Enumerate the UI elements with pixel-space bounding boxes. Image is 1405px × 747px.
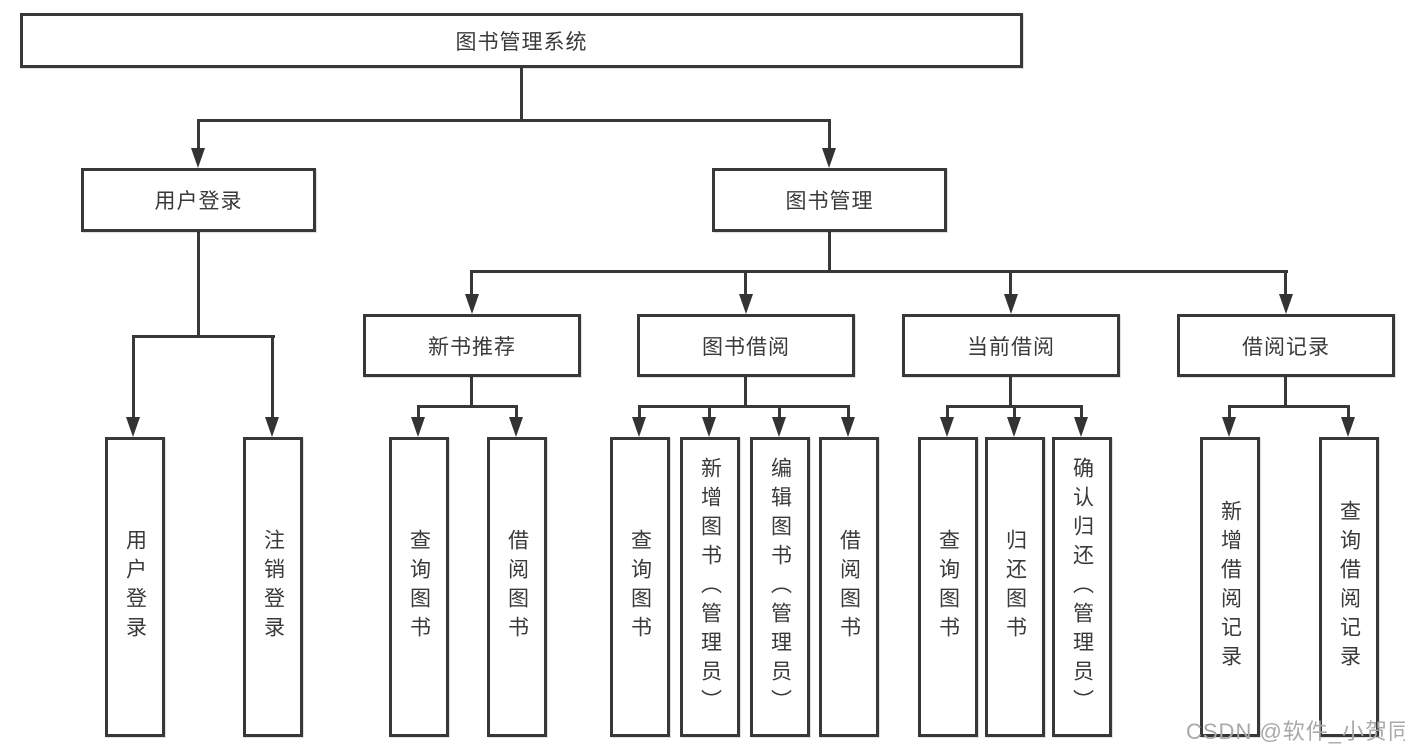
connector-line [708, 405, 711, 420]
connector-line [197, 232, 200, 337]
connector-line [638, 405, 641, 420]
leaf-add-books-admin: 新增图书（管理员） [680, 437, 740, 737]
connector-line [1080, 405, 1083, 420]
node-user-login-group-label: 用户登录 [154, 190, 243, 213]
connector-line [847, 405, 850, 420]
connector-line [744, 374, 747, 407]
leaf-query-borrow-record-label: 查询借阅记录 [1337, 500, 1361, 674]
leaf-logout-label: 注销登录 [261, 529, 285, 645]
connector-line [946, 405, 949, 420]
leaf-borrow-books: 借阅图书 [819, 437, 879, 737]
leaf-edit-books-admin: 编辑图书（管理员） [750, 437, 810, 737]
connector-line [744, 270, 747, 297]
node-book-management: 图书管理 [712, 168, 947, 232]
leaf-confirm-return-admin-label: 确认归还（管理员） [1070, 456, 1094, 718]
node-borrowing-records: 借阅记录 [1177, 314, 1395, 377]
csdn-watermark: CSDN @软件_小贺同学 [1186, 719, 1405, 744]
arrow-down-icon [126, 417, 140, 437]
connector-line [1228, 405, 1231, 420]
leaf-return-books-label: 归还图书 [1003, 529, 1027, 645]
leaf-logout: 注销登录 [243, 437, 303, 737]
arrow-down-icon [1004, 294, 1018, 314]
leaf-return-books: 归还图书 [985, 437, 1045, 737]
arrow-down-icon [822, 148, 836, 168]
connector-line [132, 335, 275, 338]
arrow-down-icon [411, 417, 425, 437]
node-user-login-group: 用户登录 [81, 168, 316, 232]
node-borrowing-records-label: 借阅记录 [1242, 335, 1330, 359]
connector-line [1347, 405, 1350, 420]
arrow-down-icon [1007, 417, 1021, 437]
leaf-query-borrow-record: 查询借阅记录 [1319, 437, 1379, 737]
leaf-user-login: 用户登录 [105, 437, 165, 737]
leaf-query-books-borrowing: 查询图书 [610, 437, 670, 737]
node-current-borrowing-label: 当前借阅 [967, 335, 1055, 359]
connector-line [1009, 270, 1012, 297]
connector-line [1284, 270, 1287, 297]
connector-line [417, 405, 420, 420]
connector-line [132, 335, 135, 420]
connector-line [470, 374, 473, 407]
arrow-down-icon [1341, 417, 1355, 437]
node-new-book-recommend: 新书推荐 [363, 314, 581, 377]
leaf-query-books-recommend: 查询图书 [389, 437, 449, 737]
node-root: 图书管理系统 [20, 13, 1023, 68]
leaf-query-books-current: 查询图书 [918, 437, 978, 737]
leaf-query-books-recommend-label: 查询图书 [407, 529, 431, 645]
leaf-edit-books-admin-label: 编辑图书（管理员） [768, 456, 792, 718]
leaf-add-borrow-record-label: 新增借阅记录 [1218, 500, 1242, 674]
arrow-down-icon [1279, 294, 1293, 314]
arrow-down-icon [1074, 417, 1088, 437]
node-book-borrowing: 图书借阅 [637, 314, 855, 377]
node-current-borrowing: 当前借阅 [902, 314, 1120, 377]
connector-line [520, 68, 523, 121]
connector-line [271, 335, 274, 420]
arrow-down-icon [632, 417, 646, 437]
arrow-down-icon [772, 417, 786, 437]
leaf-borrow-books-recommend-label: 借阅图书 [505, 529, 529, 645]
connector-line [828, 232, 831, 273]
connector-line [1284, 374, 1287, 407]
connector-line [1009, 374, 1012, 407]
node-root-label: 图书管理系统 [455, 30, 588, 54]
leaf-user-login-label: 用户登录 [123, 529, 147, 645]
connector-line [417, 405, 518, 408]
node-new-book-recommend-label: 新书推荐 [428, 335, 516, 359]
arrow-down-icon [702, 417, 716, 437]
arrow-down-icon [509, 417, 523, 437]
leaf-add-borrow-record: 新增借阅记录 [1200, 437, 1260, 737]
connector-line [197, 119, 200, 151]
connector-line [197, 119, 831, 122]
arrow-down-icon [191, 148, 205, 168]
leaf-borrow-books-label: 借阅图书 [837, 529, 861, 645]
connector-line [515, 405, 518, 420]
connector-line [1228, 405, 1350, 408]
node-book-borrowing-label: 图书借阅 [702, 335, 790, 359]
connector-line [828, 119, 831, 151]
connector-line [470, 270, 473, 297]
leaf-confirm-return-admin: 确认归还（管理员） [1052, 437, 1112, 737]
leaf-query-books-borrowing-label: 查询图书 [628, 529, 652, 645]
leaf-query-books-current-label: 查询图书 [936, 529, 960, 645]
leaf-add-books-admin-label: 新增图书（管理员） [698, 456, 722, 718]
connector-line [470, 270, 1288, 273]
node-book-management-label: 图书管理 [785, 190, 874, 213]
connector-line [638, 405, 850, 408]
arrow-down-icon [940, 417, 954, 437]
leaf-borrow-books-recommend: 借阅图书 [487, 437, 547, 737]
connector-line [1013, 405, 1016, 420]
arrow-down-icon [841, 417, 855, 437]
connector-line [778, 405, 781, 420]
arrow-down-icon [1222, 417, 1236, 437]
arrow-down-icon [739, 294, 753, 314]
arrow-down-icon [465, 294, 479, 314]
arrow-down-icon [265, 417, 279, 437]
